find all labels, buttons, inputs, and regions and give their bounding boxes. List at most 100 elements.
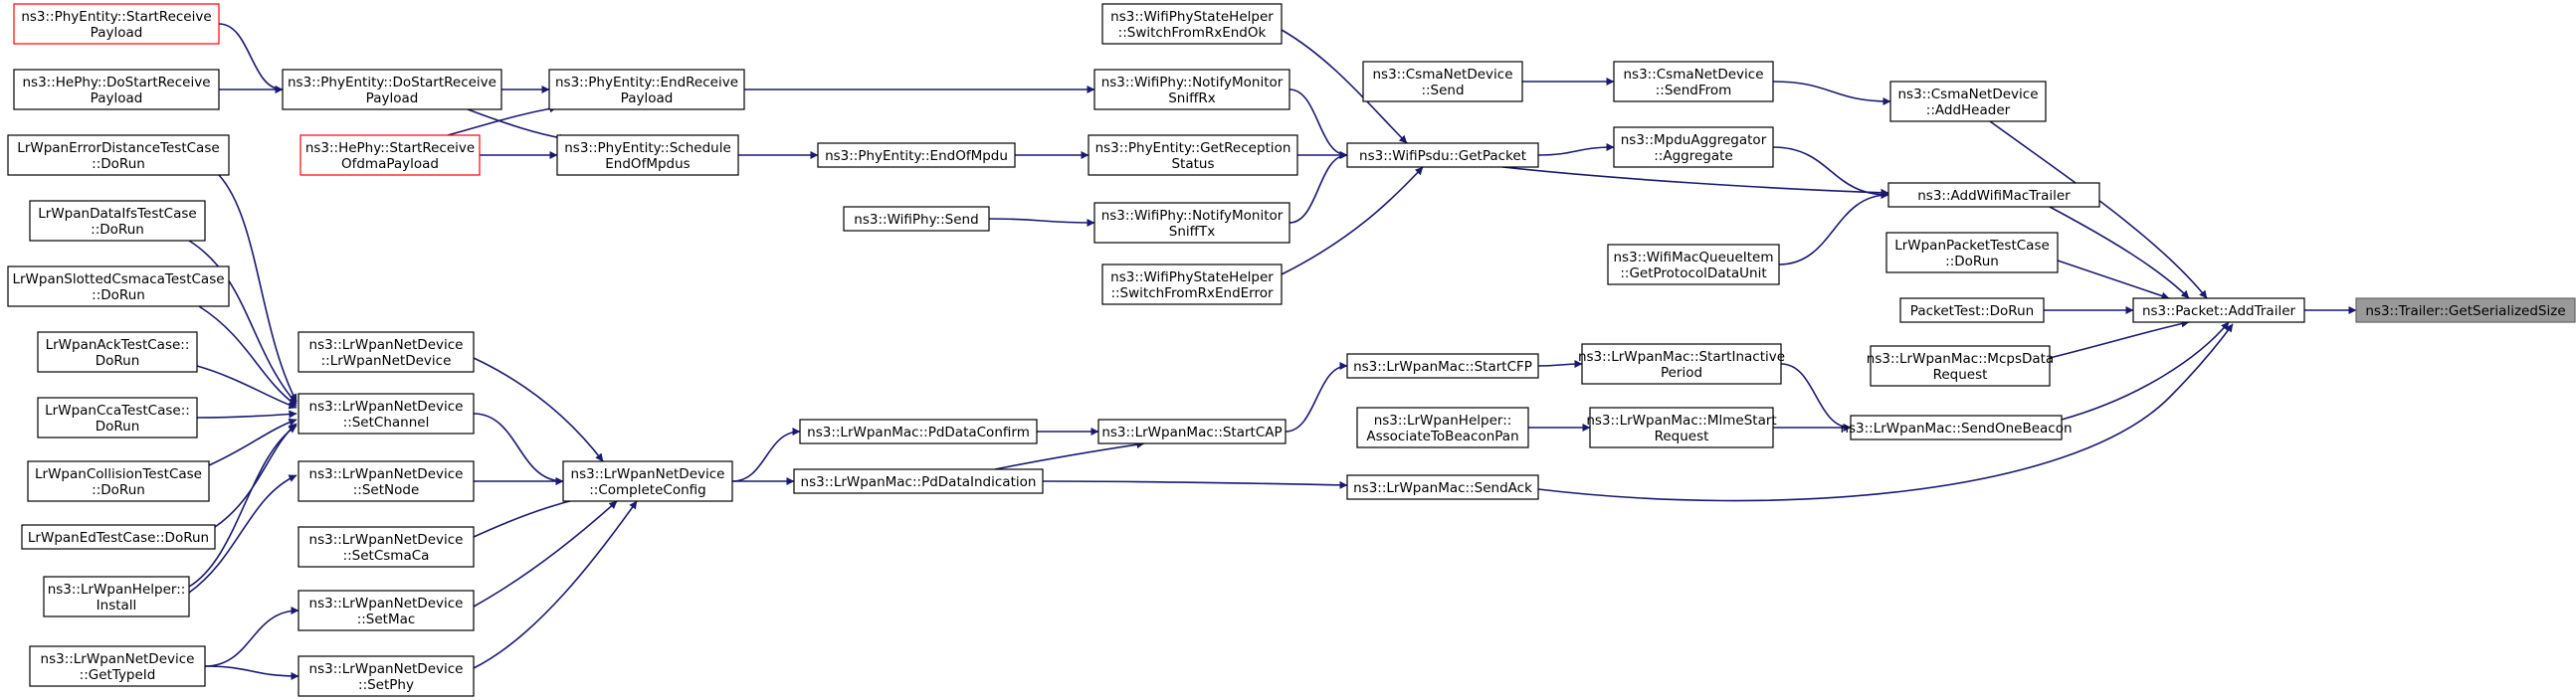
- node-pddataindication[interactable]: ns3::LrWpanMac::PdDataIndication: [793, 468, 1044, 494]
- node-box: [7, 134, 230, 176]
- node-box: [297, 331, 475, 373]
- node-box: [1581, 343, 1782, 385]
- node-label: ns3::WifiPhy::Send: [854, 212, 978, 228]
- node-box: [297, 655, 475, 697]
- node-errordistance_dorun[interactable]: LrWpanErrorDistanceTestCase::DoRun: [7, 134, 230, 176]
- node-label: ns3::PhyEntity::EndOfMpdu: [825, 148, 1008, 164]
- node-box: [37, 331, 198, 373]
- node-box: [13, 3, 220, 45]
- node-switchfromrxendok[interactable]: ns3::WifiPhyStateHelper::SwitchFromRxEnd…: [1101, 3, 1283, 45]
- node-box: [1101, 3, 1283, 45]
- node-label: OfdmaPayload: [341, 156, 439, 172]
- node-box: [1889, 81, 2047, 122]
- node-gettypeid[interactable]: ns3::LrWpanNetDevice::GetTypeId: [29, 645, 206, 687]
- node-wifipsdu_getpacket[interactable]: ns3::WifiPsdu::GetPacket: [1346, 142, 1539, 168]
- node-box: [562, 460, 733, 502]
- node-associatetobeaconpan[interactable]: ns3::LrWpanHelper::AssociateToBeaconPan: [1356, 407, 1529, 448]
- node-completeconfig[interactable]: ns3::LrWpanNetDevice::CompleteConfig: [562, 460, 733, 502]
- node-label: ::SendFrom: [1656, 83, 1732, 98]
- node-sendack[interactable]: ns3::LrWpanMac::SendAck: [1346, 474, 1539, 500]
- node-lrwpanpackettest_dorun[interactable]: LrWpanPacketTestCase::DoRun: [1885, 232, 2059, 273]
- node-lrwpannetdevice_ctor[interactable]: ns3::LrWpanNetDevice::LrWpanNetDevice: [297, 331, 475, 373]
- node-label: Payload: [91, 90, 143, 106]
- node-label: LrWpanCcaTestCase::: [45, 403, 190, 419]
- node-label: ::SetMac: [357, 612, 416, 627]
- node-box: [1346, 353, 1539, 379]
- node-cca_dorun[interactable]: LrWpanCcaTestCase::DoRun: [37, 397, 198, 438]
- edge-helper_install-to-setchannel: [188, 425, 297, 588]
- edge-startinactiveperiod-to-sendonebeacon: [1780, 363, 1852, 432]
- node-addwifimactrailer[interactable]: ns3::AddWifiMacTrailer: [1887, 182, 2100, 208]
- node-dataifs_dorun[interactable]: LrWpanDataIfsTestCase::DoRun: [29, 200, 206, 242]
- node-box: [1088, 134, 1298, 176]
- node-csma_addheader[interactable]: ns3::CsmaNetDevice::AddHeader: [1889, 81, 2047, 122]
- node-setmac[interactable]: ns3::LrWpanNetDevice::SetMac: [297, 590, 475, 631]
- node-box: [2355, 297, 2576, 323]
- node-box: [843, 206, 990, 232]
- node-csma_sendfrom[interactable]: ns3::CsmaNetDevice::SendFrom: [1613, 61, 1774, 102]
- node-packet_addtrailer[interactable]: ns3::Packet::AddTrailer: [2132, 297, 2305, 323]
- edge-lrwpanpackettest_dorun-to-packet_addtrailer: [2057, 260, 2170, 300]
- node-box: [29, 200, 206, 242]
- edge-dostartreceivepayload-to-scheduleendofmpdus: [467, 108, 568, 142]
- node-box: [1613, 126, 1774, 168]
- node-setnode[interactable]: ns3::LrWpanNetDevice::SetNode: [297, 460, 475, 502]
- node-box: [21, 524, 216, 550]
- node-sendonebeacon[interactable]: ns3::LrWpanMac::SendOneBeacon: [1840, 415, 2073, 440]
- node-box: [1870, 345, 2051, 387]
- node-label: Payload: [366, 90, 419, 106]
- node-queueitem_getpdu[interactable]: ns3::WifiMacQueueItem::GetProtocolDataUn…: [1607, 244, 1780, 285]
- node-label: ns3::PhyEntity::EndReceive: [555, 75, 738, 90]
- edge-mcpsdatarequest-to-packet_addtrailer: [2049, 319, 2190, 359]
- node-packettest_dorun[interactable]: PacketTest::DoRun: [1899, 297, 2045, 323]
- node-ed_dorun[interactable]: LrWpanEdTestCase::DoRun: [21, 524, 216, 550]
- edge-csma_addheader-to-packet_addtrailer: [1989, 120, 2208, 299]
- node-box: [297, 526, 475, 568]
- node-label: ::GetTypeId: [80, 667, 156, 683]
- node-wifiphy_send[interactable]: ns3::WifiPhy::Send: [843, 206, 990, 232]
- node-collision_dorun[interactable]: LrWpanCollisionTestCase::DoRun: [27, 460, 210, 502]
- edge-pddataindication-to-sendack: [1042, 480, 1348, 489]
- node-label: ::DoRun: [91, 222, 144, 238]
- node-box: [1093, 69, 1290, 110]
- edge-gettypeid-to-setmac: [204, 607, 299, 667]
- node-label: ns3::PhyEntity::GetReception: [1095, 140, 1291, 156]
- node-csma_send[interactable]: ns3::CsmaNetDevice::Send: [1362, 61, 1523, 102]
- node-startcfp[interactable]: ns3::LrWpanMac::StartCFP: [1346, 353, 1539, 379]
- edge-ack_dorun-to-setchannel: [196, 365, 297, 410]
- node-switchfromrxenderror[interactable]: ns3::WifiPhyStateHelper::SwitchFromRxEnd…: [1101, 263, 1283, 305]
- node-label: ::Send: [1421, 83, 1464, 98]
- node-setphy[interactable]: ns3::LrWpanNetDevice::SetPhy: [297, 655, 475, 697]
- node-box: [29, 645, 206, 687]
- node-startcap[interactable]: ns3::LrWpanMac::StartCAP: [1097, 419, 1287, 444]
- node-label: ns3::HePhy::DoStartReceive: [22, 75, 210, 90]
- node-label: LrWpanAckTestCase::: [46, 337, 190, 353]
- edge-switchfromrxendok-to-wifipsdu_getpacket: [1281, 29, 1408, 144]
- node-label: ns3::LrWpanMac::McpsData: [1867, 351, 2054, 367]
- node-label: ns3::LrWpanNetDevice: [309, 466, 464, 482]
- node-helper_install[interactable]: ns3::LrWpanHelper::Install: [43, 576, 190, 617]
- node-ack_dorun[interactable]: LrWpanAckTestCase::DoRun: [37, 331, 198, 373]
- node-box: [1362, 61, 1523, 102]
- node-pddataconfirm[interactable]: ns3::LrWpanMac::PdDataConfirm: [799, 419, 1038, 444]
- node-mpdu_aggregate[interactable]: ns3::MpduAggregator::Aggregate: [1613, 126, 1774, 168]
- node-endofmpdu[interactable]: ns3::PhyEntity::EndOfMpdu: [817, 142, 1016, 168]
- node-setcsmaca[interactable]: ns3::LrWpanNetDevice::SetCsmaCa: [297, 526, 475, 568]
- node-slottedcsmaca_dorun[interactable]: LrWpanSlottedCsmacaTestCase::DoRun: [7, 265, 230, 307]
- node-setchannel[interactable]: ns3::LrWpanNetDevice::SetChannel: [297, 393, 475, 435]
- node-label: ns3::WifiPhy::NotifyMonitor: [1101, 75, 1284, 90]
- node-label: SniffTx: [1169, 224, 1215, 240]
